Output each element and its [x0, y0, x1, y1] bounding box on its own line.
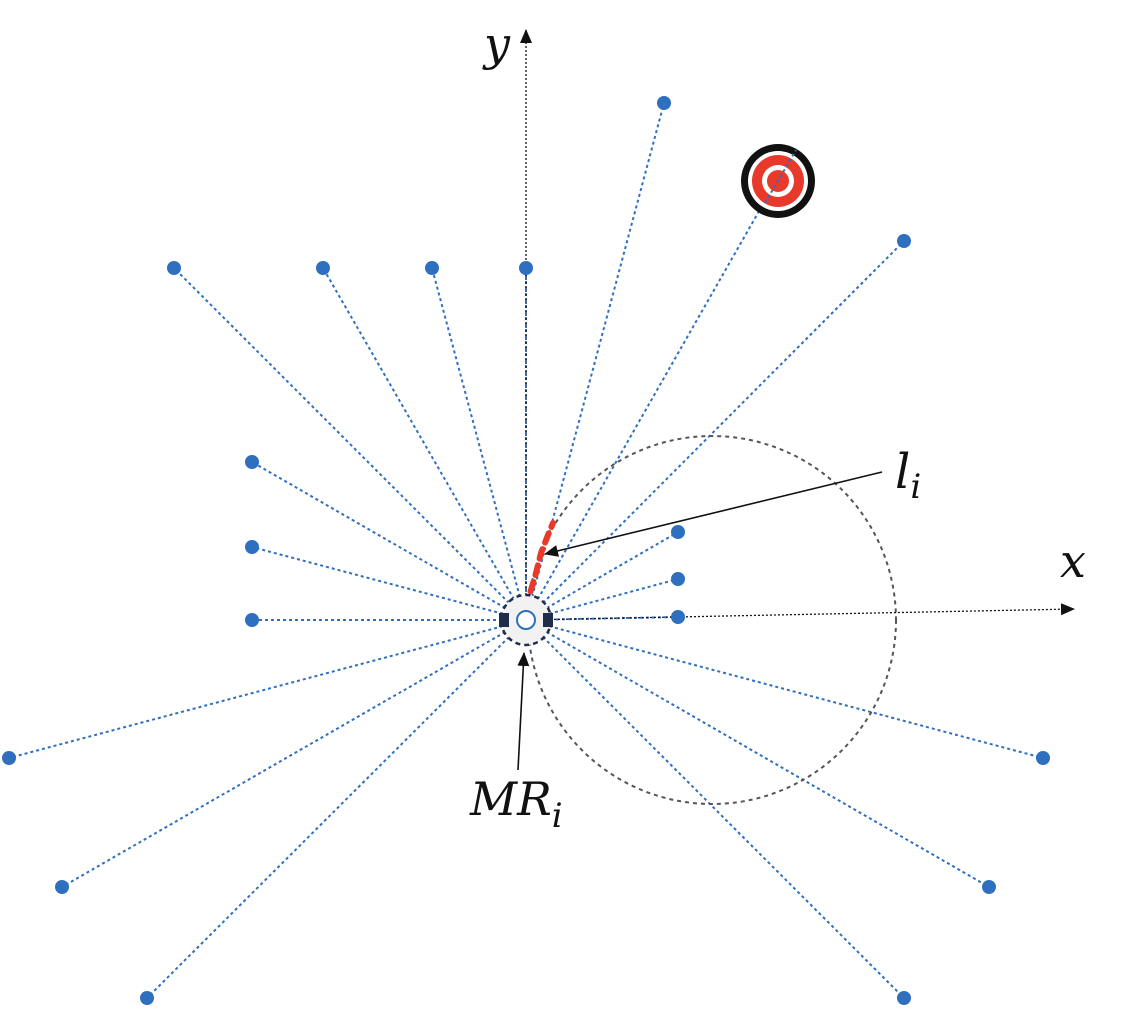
node-point [245, 540, 259, 554]
line-label-subscript: i [910, 467, 921, 507]
robot-label-pointer [517, 652, 530, 771]
x-axis-label: x [1060, 534, 1086, 588]
ray-line [322, 267, 527, 621]
ray-line [61, 619, 527, 888]
line-label: li [895, 444, 921, 507]
ray-line [525, 154, 792, 621]
node-point [316, 261, 330, 275]
node-point [897, 234, 911, 248]
ray-line [251, 546, 527, 621]
node-point [657, 96, 671, 110]
ray-line [525, 102, 665, 621]
node-point [671, 572, 685, 586]
node-point [245, 613, 259, 627]
ray-line [525, 531, 679, 621]
y-axis-label: y [482, 17, 511, 71]
line-label-main: l [895, 444, 910, 500]
range-circle [527, 435, 897, 805]
target-icon [741, 144, 815, 218]
ray-line [173, 267, 527, 621]
node-point [425, 261, 439, 275]
planned-path [524, 520, 556, 611]
node-point [2, 751, 16, 765]
robot-label-subscript: i [552, 796, 563, 836]
node-point [167, 261, 181, 275]
node-point [1036, 751, 1050, 765]
robot-label-main: MR [469, 772, 552, 826]
node-point [55, 880, 69, 894]
ray-line [525, 619, 905, 999]
nodes-group [2, 96, 1050, 1005]
node-point [140, 991, 154, 1005]
ray-line [525, 619, 990, 888]
robot-icon [499, 593, 553, 647]
ray-line [525, 619, 1044, 759]
ray-line [525, 240, 905, 621]
robot-label: MRi [469, 772, 563, 836]
ray-line [8, 619, 527, 759]
node-point [671, 525, 685, 539]
node-point [671, 610, 685, 624]
line-label-pointer [544, 471, 883, 557]
ray-line [251, 461, 527, 621]
ray-line [431, 267, 527, 621]
x-axis [525, 603, 1075, 621]
node-point [245, 455, 259, 469]
node-point [982, 880, 996, 894]
ray-line [146, 619, 527, 999]
node-point [519, 261, 533, 275]
node-point [897, 991, 911, 1005]
